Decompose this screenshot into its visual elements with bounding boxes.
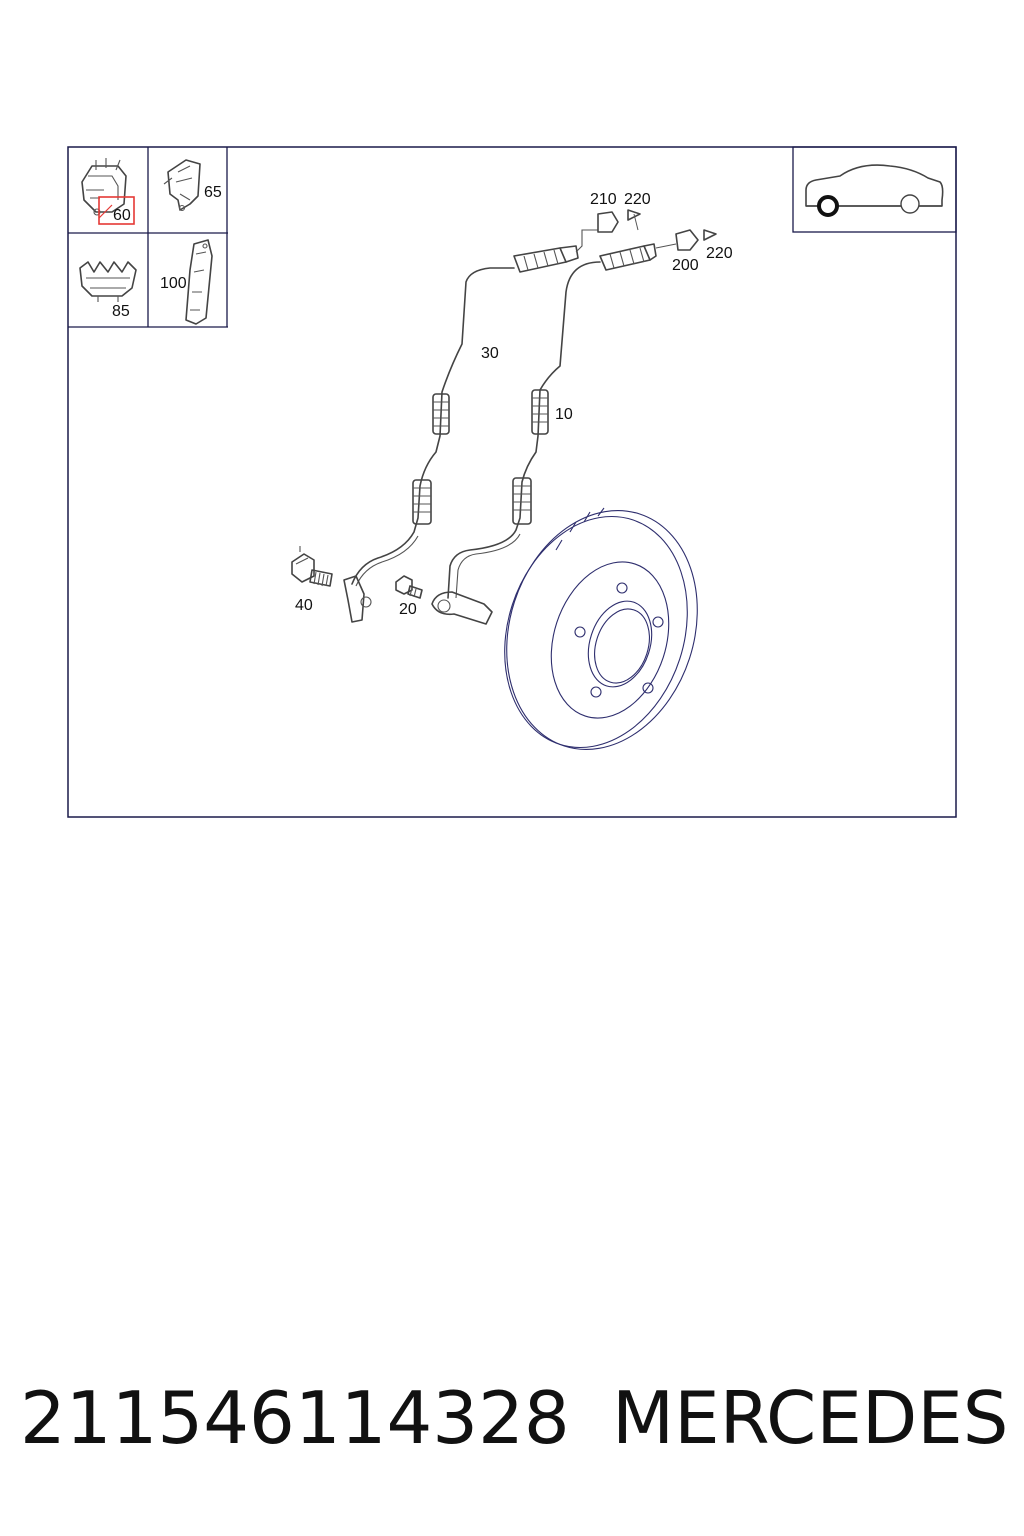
- brand-name: MERCEDES: [612, 1376, 1009, 1460]
- thumbnail-60[interactable]: 60: [81, 158, 135, 225]
- callout-200: 200: [672, 257, 699, 274]
- thumbnail-60-label: 60: [113, 207, 131, 224]
- callout-220-lower: 220: [706, 245, 733, 262]
- thumbnail-65-label: 65: [204, 184, 222, 201]
- callout-20: 20: [399, 601, 417, 618]
- thumbnail-85[interactable]: 85: [79, 261, 137, 320]
- part-number: 211546114328: [20, 1376, 570, 1460]
- sensor-cable-10[interactable]: [431, 243, 657, 625]
- thumbnail-100-label: 100: [160, 275, 187, 292]
- brake-disc: [504, 507, 698, 751]
- car-silhouette: [805, 164, 944, 207]
- diagram-frame: [67, 146, 957, 818]
- callout-10: 10: [555, 406, 573, 423]
- connector-200[interactable]: [655, 229, 717, 251]
- callout-40: 40: [295, 597, 313, 614]
- caption-bar: 211546114328 MERCEDES: [0, 1368, 1024, 1478]
- sensor-cable-30[interactable]: [343, 245, 579, 623]
- thumbnail-grid: [68, 147, 228, 328]
- connector-210[interactable]: [575, 209, 641, 253]
- callout-220-upper: 220: [624, 191, 651, 208]
- bolt-20[interactable]: [395, 575, 423, 599]
- parts-diagram: 60 65 85 100: [67, 146, 957, 818]
- thumbnail-85-label: 85: [112, 303, 130, 320]
- callout-210: 210: [590, 191, 617, 208]
- bolt-40[interactable]: [291, 546, 333, 587]
- thumbnail-65[interactable]: 65: [163, 159, 222, 212]
- thumbnail-100[interactable]: 100: [160, 239, 213, 325]
- thumbnail-60-highlight: [98, 196, 135, 225]
- front-wheel-highlight: [817, 195, 839, 217]
- vehicle-position-icon: [792, 146, 957, 233]
- callout-30: 30: [481, 345, 499, 362]
